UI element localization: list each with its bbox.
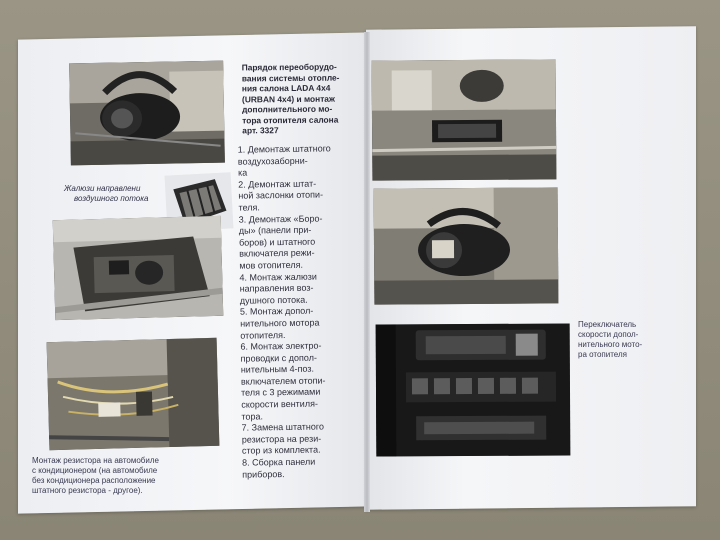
title-line: дополнительного мо- — [242, 103, 333, 115]
caption-louvers-line: воздушного потока — [74, 194, 149, 203]
caption-resistor-line: Монтаж резистора на автомобиле — [32, 456, 159, 465]
caption-switch: Переключатель скорости допол- нительного… — [578, 320, 642, 360]
caption-switch-line: Переключатель — [578, 320, 637, 329]
photo-air-intake-removed — [371, 59, 557, 181]
title-line: арт. 3327 — [242, 125, 279, 136]
leaflet-title: Парядок переоборудо- вания системы отопл… — [242, 62, 340, 136]
caption-resistor-line: с кондиционером (на автомобиле — [32, 466, 158, 475]
caption-switch-line: нительного мото- — [578, 340, 643, 349]
photo-extra-motor-installed — [373, 187, 559, 305]
procedure-steps: 1. Демонтаж штатного воздухозаборни- ка … — [238, 143, 336, 480]
step-line: 6. Монтаж электро- — [240, 340, 322, 352]
caption-switch-line: ра отопителя — [578, 350, 627, 359]
caption-resistor: Монтаж резистора на автомобиле с кондици… — [32, 456, 159, 496]
title-line: Парядок переоборудо- — [241, 61, 337, 73]
step-line: ной заслонки отопи- — [238, 189, 324, 202]
caption-louvers-line: Жалюзи направлени — [64, 184, 141, 193]
step-line: нительного мотора — [240, 317, 320, 329]
caption-resistor-line: без кондиционера расположение — [32, 476, 156, 485]
photo-heater-motor — [69, 60, 225, 166]
caption-switch-line: скорости допол- — [578, 330, 639, 339]
step-line: приборов. — [242, 468, 285, 480]
photo-dash-cavity — [52, 215, 224, 321]
photo-switch-panel — [375, 323, 571, 457]
photo-resistor-wiring — [46, 337, 220, 451]
step-line: резистора на рези- — [241, 433, 322, 445]
step-line: теля с 3 режимами — [241, 387, 321, 399]
instruction-leaflet: Жалюзи направлени воздушного потока Монт… — [18, 22, 698, 514]
center-fold — [364, 32, 370, 512]
step-line: 1. Демонтаж штатного — [237, 143, 331, 155]
caption-louvers: Жалюзи направлени воздушного потока — [64, 184, 148, 204]
title-line: ния салона LADA 4x4 — [241, 82, 331, 94]
step-line: 3. Демонтаж «Боро- — [238, 213, 323, 225]
title-line: тора отопителя салона — [242, 114, 339, 125]
caption-resistor-line: штатного резистора - другое). — [32, 486, 143, 495]
